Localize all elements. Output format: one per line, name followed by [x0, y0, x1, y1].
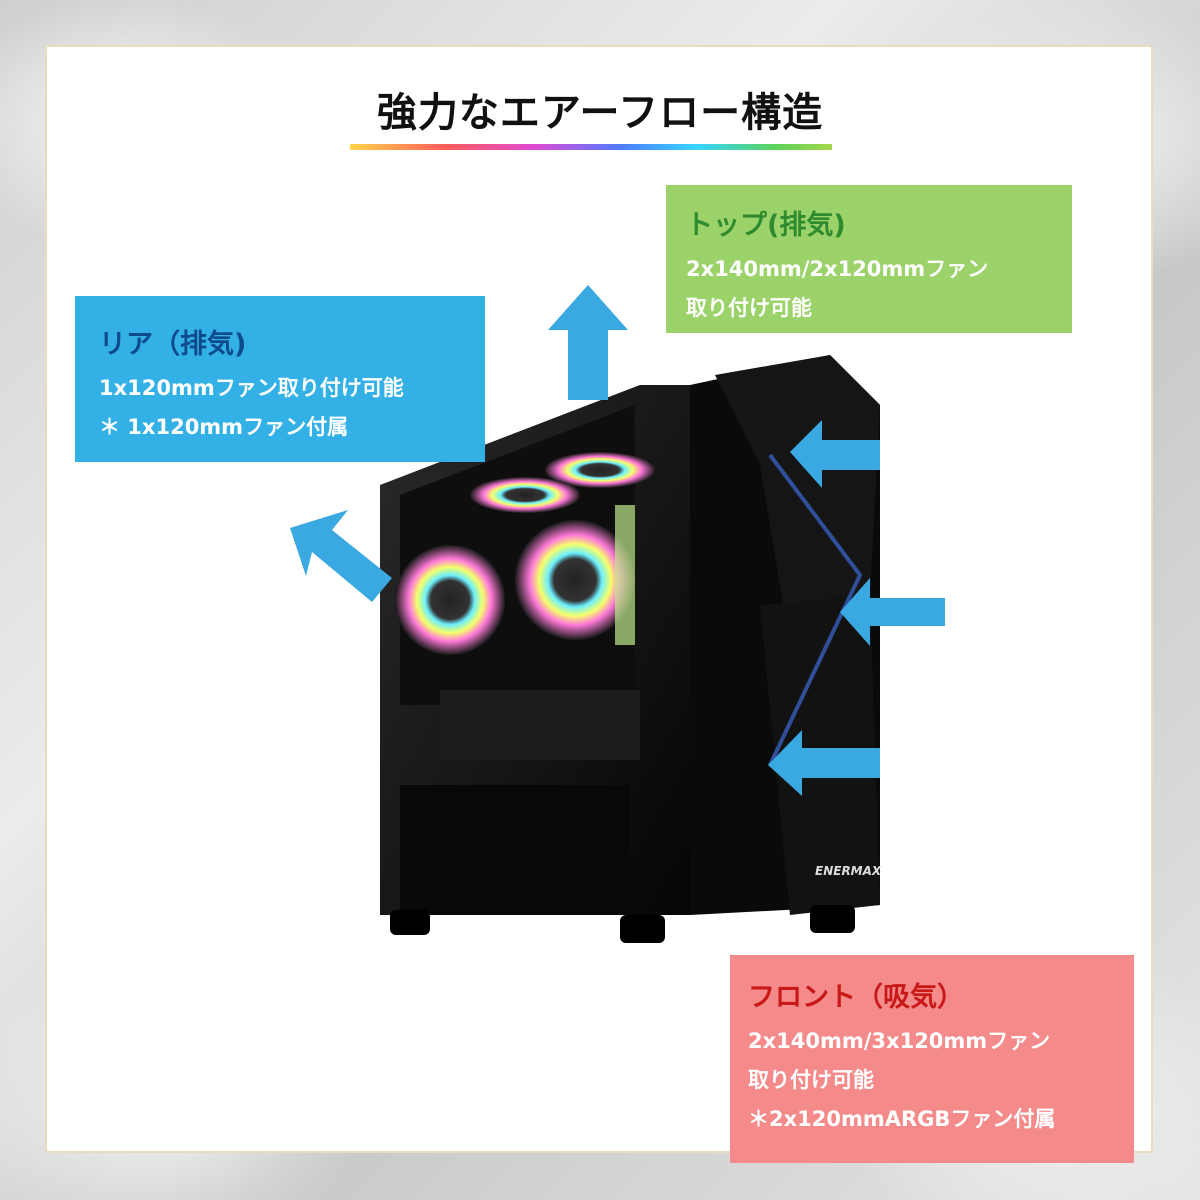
- ram-sticks: [615, 505, 635, 645]
- front-intake-line: 2x140mm/3x120mmファン: [748, 1029, 1051, 1053]
- rear-exhaust-box: リア（排気) 1x120mmファン取り付け可能 ＊ 1x120mmファン付属: [75, 296, 485, 462]
- psu-shroud: [400, 785, 630, 915]
- front-blue-accent: [768, 453, 863, 766]
- front-intake-box: フロント（吸気） 2x140mm/3x120mmファン 取り付け可能 ＊2x12…: [730, 955, 1134, 1163]
- rgb-fan-top-1: [545, 452, 655, 488]
- front-intake-line: 取り付け可能: [748, 1068, 874, 1092]
- case-foot-left: [390, 910, 430, 935]
- gpu-slots: [440, 690, 640, 760]
- rgb-fan-large: [515, 520, 635, 640]
- top-exhaust-heading: トップ(排気): [686, 210, 846, 241]
- rear-exhaust-line: 1x120mmファン取り付け可能: [99, 376, 404, 400]
- case-foot-right: [810, 905, 855, 933]
- rear-exhaust-heading: リア（排気): [99, 329, 247, 360]
- case-foot-mid: [620, 915, 665, 943]
- rainbow-underline: [350, 144, 832, 150]
- case-brand-logo: ENERMAX: [815, 864, 882, 878]
- front-intake-heading: フロント（吸気）: [748, 982, 964, 1013]
- rear-exhaust-line: ＊ 1x120mmファン付属: [99, 415, 349, 439]
- title-wrap: 強力なエアーフロー構造: [0, 80, 1200, 148]
- page-title: 強力なエアーフロー構造: [376, 90, 824, 136]
- top-exhaust-box: トップ(排気) 2x140mm/2x120mmファン 取り付け可能: [666, 185, 1072, 333]
- top-exhaust-line: 取り付け可能: [686, 296, 812, 320]
- front-intake-line: ＊2x120mmARGBファン付属: [748, 1107, 1056, 1131]
- pc-case-image: ENERMAX: [380, 355, 882, 943]
- rgb-fan-top-2: [470, 477, 580, 513]
- rgb-fan-rear: [395, 545, 505, 655]
- top-exhaust-line: 2x140mm/2x120mmファン: [686, 257, 989, 281]
